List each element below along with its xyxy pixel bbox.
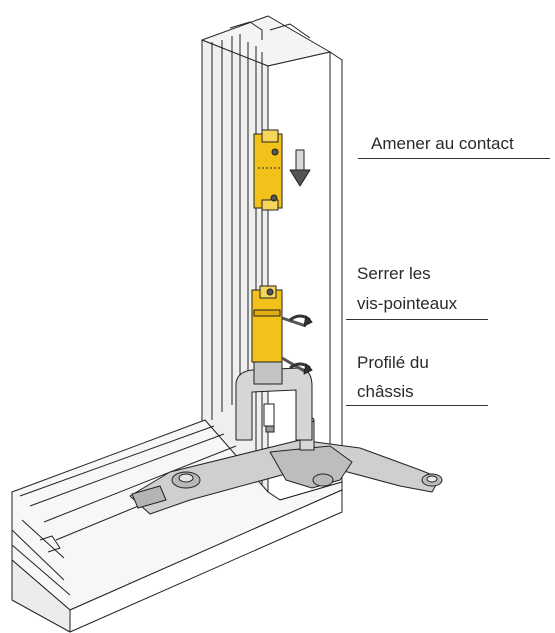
- rotate-screw-arrow-icon: [281, 356, 313, 375]
- lower-yellow-clamp: [251, 285, 283, 363]
- upper-yellow-clamp: [253, 129, 283, 211]
- profile-label-line1: Profilé du: [357, 353, 429, 372]
- rotate-screw-arrow-icon: [281, 314, 313, 328]
- contact-label: Amener au contact: [371, 134, 514, 153]
- screws-leader-line: [346, 319, 488, 320]
- corner-hinge-bracket: [129, 416, 443, 515]
- screws-label-line1: Serrer les: [357, 264, 431, 283]
- push-down-arrow-icon: [289, 149, 311, 187]
- contact-leader-line: [358, 158, 550, 159]
- profile-leader-line: [346, 405, 488, 406]
- profile-label-line2: châssis: [357, 382, 414, 401]
- screws-label-line2: vis-pointeaux: [357, 294, 458, 313]
- horizontal-frame-profile: [11, 419, 343, 633]
